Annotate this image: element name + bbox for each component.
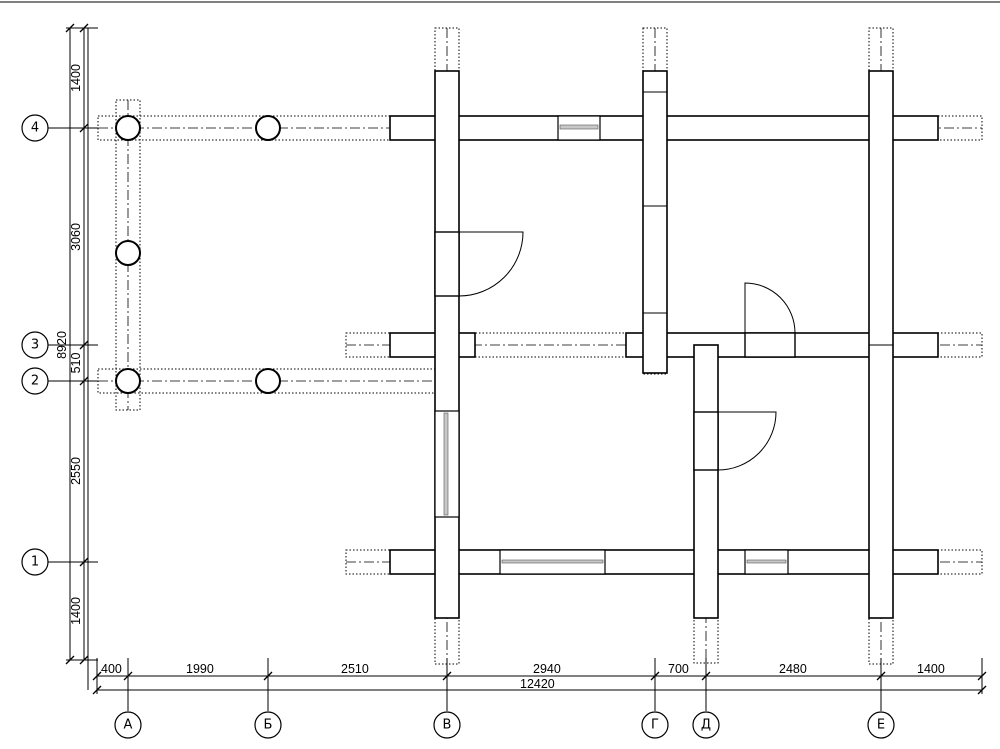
dim-label-1400-bottom: 1400 xyxy=(69,597,83,625)
row-axis-markers: 4 3 2 1 xyxy=(21,114,98,576)
column-label-e: Е xyxy=(877,718,885,733)
pillar-a-mid xyxy=(115,240,141,266)
column-label-v: В xyxy=(443,718,452,733)
dim-label-2940: 2940 xyxy=(533,662,561,676)
dim-label-2480: 2480 xyxy=(779,662,807,676)
pillar-b4 xyxy=(255,115,281,141)
row-label-1: 1 xyxy=(31,555,39,570)
walls xyxy=(389,70,939,619)
wall-row-3-left xyxy=(389,332,476,358)
row-bubble-3 xyxy=(21,331,49,359)
windows xyxy=(434,115,789,575)
column-axis-markers: А Б В Г Д Е xyxy=(114,706,895,739)
dim-label-510: 510 xyxy=(69,353,83,374)
column-label-b: Б xyxy=(264,718,273,733)
column-bubble-e xyxy=(867,711,895,739)
column-bubble-b xyxy=(254,711,282,739)
column-label-a: А xyxy=(124,718,133,733)
column-label-d: Д xyxy=(701,718,711,733)
doors xyxy=(434,231,796,471)
pillars xyxy=(115,115,281,394)
column-bubble-v xyxy=(433,711,461,739)
row-label-4: 4 xyxy=(31,121,39,136)
dim-label-400: 400 xyxy=(101,662,122,676)
vertical-dimensions: 1400 3060 510 2550 1400 8920 xyxy=(55,23,98,665)
dim-label-2550: 2550 xyxy=(69,457,83,485)
wall-col-d xyxy=(693,344,719,619)
column-bubble-d xyxy=(692,711,720,739)
horizontal-dimensions: 400 1990 2510 2940 700 2480 1400 12420 xyxy=(92,658,987,706)
door-col-v xyxy=(434,231,460,297)
dim-label-700: 700 xyxy=(668,662,689,676)
door-row-3 xyxy=(744,332,796,358)
dim-label-1990: 1990 xyxy=(186,662,214,676)
column-label-g: Г xyxy=(651,718,659,733)
row-label-2: 2 xyxy=(31,374,39,389)
dim-label-2510: 2510 xyxy=(341,662,369,676)
dim-label-1400-top: 1400 xyxy=(69,64,83,92)
row-bubble-2 xyxy=(21,367,49,395)
dim-label-3060: 3060 xyxy=(69,223,83,251)
column-bubble-a xyxy=(114,711,142,739)
wall-col-g xyxy=(642,70,668,374)
wall-row-1 xyxy=(389,549,939,575)
door-col-d xyxy=(693,411,719,471)
wall-col-v xyxy=(434,70,460,619)
row-bubble-4 xyxy=(21,114,49,142)
row-bubble-1 xyxy=(21,548,49,576)
pillar-a4 xyxy=(115,115,141,141)
dim-label-1400-h: 1400 xyxy=(917,662,945,676)
pillar-a2 xyxy=(115,368,141,394)
dim-label-total-h: 12420 xyxy=(520,677,555,691)
pillar-b2 xyxy=(255,368,281,394)
row-label-3: 3 xyxy=(31,338,39,353)
column-bubble-g xyxy=(641,711,669,739)
